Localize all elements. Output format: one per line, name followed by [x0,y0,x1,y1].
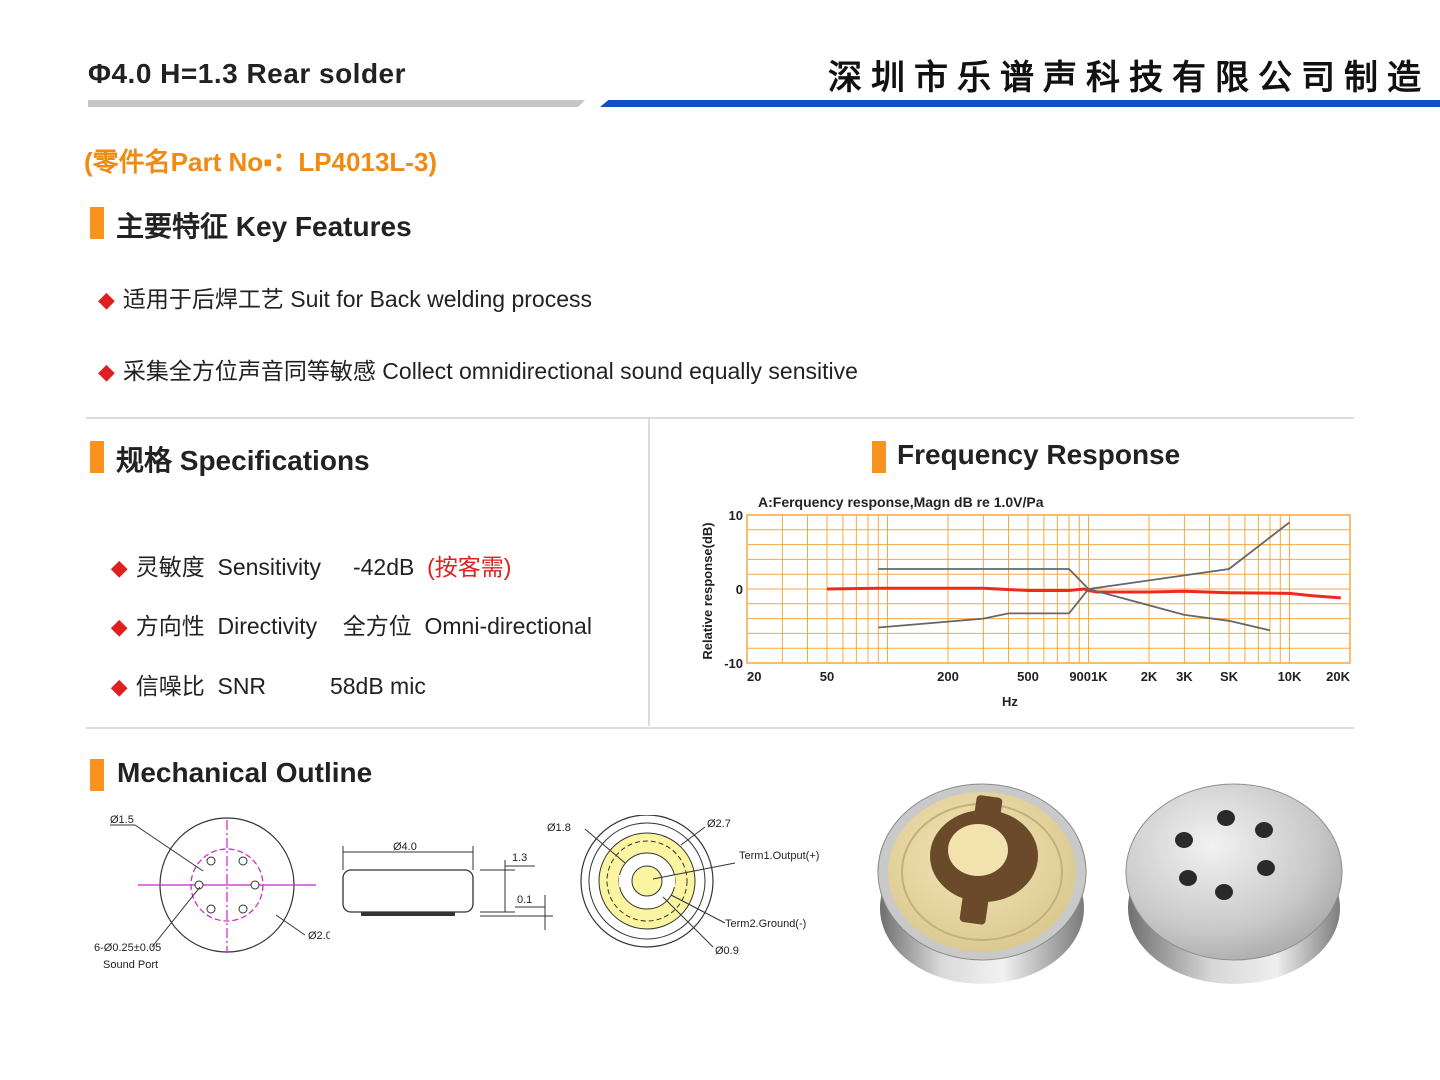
spec-label: 方向性 Directivity 全方位 Omni-directional [135,613,592,639]
mechanical-title: Mechanical Outline [117,757,373,788]
part-number: (零件名Part No▪：LP4013L-3) [84,147,438,177]
x-tick-label: 9001K [1069,669,1108,684]
model-title: Φ4.0 H=1.3 Rear solder [88,58,407,89]
diamond-bullet-icon: ◆ [98,359,115,384]
specs-title: 规格 Specifications [116,445,370,476]
diamond-bullet-icon: ◆ [98,287,115,312]
diamond-bullet-icon: ◆ [110,674,128,699]
feature-text: 采集全方位声音同等敏感 Collect omnidirectional soun… [122,358,858,384]
x-tick-label: SK [1220,669,1239,684]
dim-label: Ø2.0 [308,930,330,942]
dim-label: Ø4.0 [393,841,417,853]
side-view-drawing: Ø4.0 1.3 0.1 [342,841,553,930]
dim-label: 1.3 [512,852,527,864]
y-tick-label: 0 [736,582,743,597]
divider [86,417,1354,419]
section-marker [90,759,104,791]
dim-label: Ø0.9 [715,945,739,957]
spec-row-snr: ◆ 信噪比 SNR 58dB mic [98,640,426,701]
section-marker [90,207,104,239]
section-marker [90,441,104,473]
x-tick-label: 200 [937,669,959,684]
x-axis-label: Hz [1002,694,1018,709]
dim-label: Ø1.8 [547,822,571,834]
bottom-view-drawing: Ø1.8 Ø2.7 Term1.Output(+) Term2.Ground(-… [547,815,819,957]
top-view-drawing: Ø1.5 6-Ø0.25±0.05 Sound Port Ø2.0 [94,814,330,971]
x-tick-label: 2K [1141,669,1158,684]
dim-label: Sound Port [103,959,158,971]
dim-label: 0.1 [517,894,532,906]
chart-title: A:Ferquency response,Magn dB re 1.0V/Pa [758,494,1044,510]
product-photo-top [1125,783,1343,984]
dim-label: Ø2.7 [707,818,731,830]
header-bar-blue [600,100,1440,107]
spec-note: (按客需) [427,554,512,580]
x-tick-label: 20K [1326,669,1350,684]
spec-row-directivity: ◆ 方向性 Directivity 全方位 Omni-directional [98,580,592,641]
diamond-bullet-icon: ◆ [110,614,128,639]
company-name: 深圳市乐谱声科技有限公司制造 [828,59,1430,97]
x-tick-label: 10K [1278,669,1302,684]
series-lower-limit [878,587,1271,632]
spec-label: 信噪比 SNR 58dB mic [135,673,426,699]
spec-label: 灵敏度 Sensitivity -42dB [135,554,428,580]
y-tick-label: -10 [724,656,743,671]
feature-text: 适用于后焊工艺 Suit for Back welding process [122,286,593,312]
x-tick-label: 500 [1017,669,1039,684]
dim-label: Term1.Output(+) [739,850,819,862]
frequency-response-chart: A:Ferquency response,Magn dB re 1.0V/PaR… [700,494,1351,709]
diamond-bullet-icon: ◆ [110,555,128,580]
features-title: 主要特征 Key Features [116,211,412,242]
y-axis-label: Relative response(dB) [700,522,715,659]
dim-label: 6-Ø0.25±0.05 [94,942,161,954]
series-response [826,586,1341,600]
y-tick-label: 10 [729,508,743,523]
section-marker [872,441,886,473]
dim-label: Term2.Ground(-) [725,918,806,930]
x-tick-label: 20 [747,669,761,684]
product-photo-bottom [877,783,1087,984]
divider [86,727,1354,729]
feature-item: ◆ 采集全方位声音同等敏感 Collect omnidirectional sou… [98,352,858,386]
spec-row-sensitivity: ◆ 灵敏度 Sensitivity -42dB (按客需) [98,521,512,582]
divider-vertical [648,419,650,726]
x-tick-label: 3K [1176,669,1193,684]
x-tick-label: 50 [820,669,834,684]
header-bar-grey [88,100,585,107]
dim-label: Ø1.5 [110,814,134,826]
freq-title: Frequency Response [897,439,1181,470]
feature-item: ◆ 适用于后焊工艺 Suit for Back welding process [98,280,592,314]
